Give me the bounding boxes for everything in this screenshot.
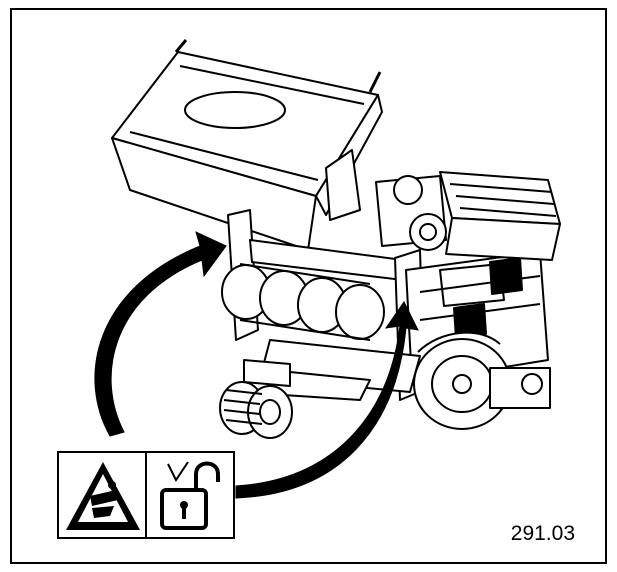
- crushing-hazard-icon: [66, 462, 140, 530]
- engine: [375, 171, 561, 261]
- rear-wheel: [413, 338, 551, 430]
- hopper: [111, 39, 383, 251]
- figure-number: 291.03: [510, 522, 575, 545]
- unlock-icon: [160, 461, 220, 530]
- brush-drums: [221, 263, 385, 341]
- front-caster: [219, 359, 293, 439]
- rotation-arrow-right: [235, 301, 419, 499]
- safety-decal: [57, 451, 235, 539]
- rotation-arrow-left: [94, 231, 227, 437]
